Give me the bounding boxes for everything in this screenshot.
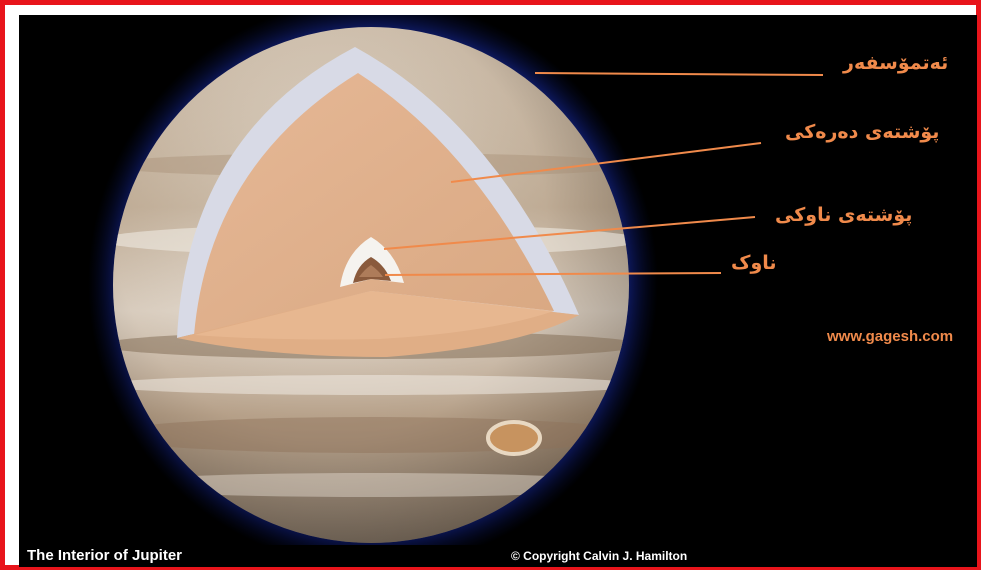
outer-layer-wedge xyxy=(194,73,554,335)
inner-layer-label: پۆشتەی ناوکی xyxy=(775,204,913,226)
great-red-spot xyxy=(486,420,542,456)
caption-title: The Interior of Jupiter xyxy=(27,547,183,564)
outer-layer-label: پۆشتەی دەرەکی xyxy=(785,121,940,143)
leader-line-atmosphere xyxy=(534,72,824,76)
copyright-text: © Copyright Calvin J. Hamilton xyxy=(511,549,688,563)
leader-line-core xyxy=(384,272,722,276)
floor-surface xyxy=(194,291,554,340)
jupiter-cutaway-diagram xyxy=(88,15,824,567)
core-texture xyxy=(359,265,383,277)
core-label: ناوک xyxy=(731,252,777,274)
atmosphere-label: ئەتمۆسفەر xyxy=(843,52,949,74)
website-url: www.gagesh.com xyxy=(827,328,954,345)
diagram-canvas: ئەتمۆسفەر پۆشتەی دەرەکی پۆشتەی ناوکی ناو… xyxy=(19,15,977,567)
leader-line-inner-layer xyxy=(383,216,756,250)
caption-bar xyxy=(19,545,719,567)
leader-line-outer-layer xyxy=(450,142,762,183)
